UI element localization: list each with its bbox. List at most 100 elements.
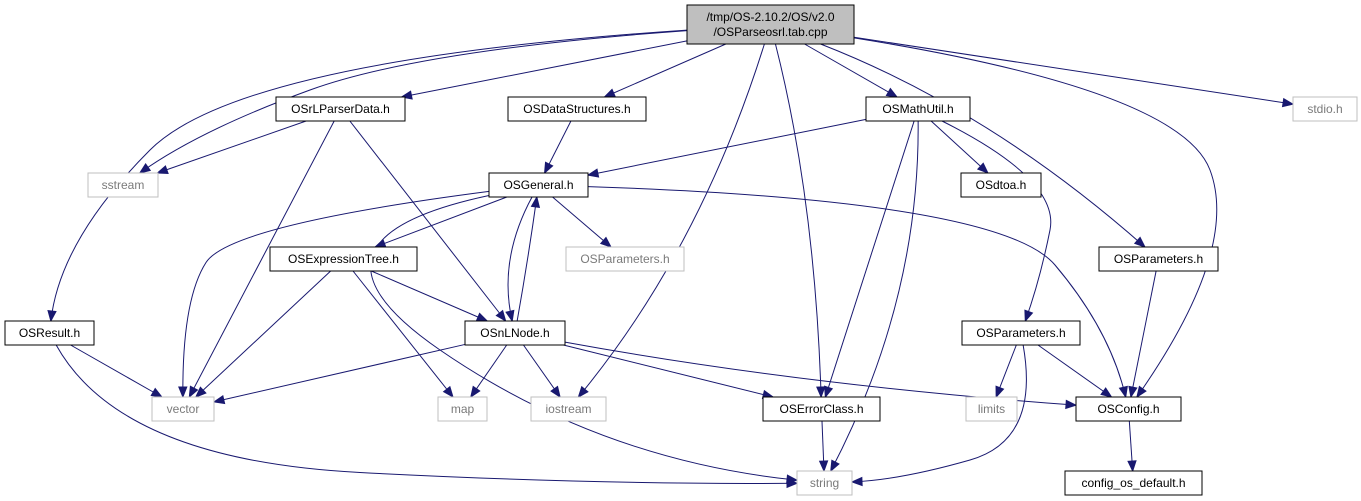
node-box (87, 172, 159, 198)
arrowhead-exprtree-to-vector (194, 386, 207, 398)
arrowhead-general-to-config (1118, 385, 1128, 399)
arrowhead-root-to-result (47, 310, 57, 323)
edge-general-to-paramsext (552, 196, 612, 248)
arrowhead-params1-to-config (1128, 385, 1138, 399)
node-box (488, 172, 589, 198)
edge-root-to-errorclass (774, 43, 822, 398)
edge-mathutil-to-sdtoa (930, 120, 989, 174)
arrowhead-root-to-errorclass (816, 386, 826, 399)
node-box (1098, 246, 1219, 272)
arrowhead-errorclass-to-string (818, 460, 829, 473)
arrowhead-root-to-sstream (138, 163, 152, 174)
node-iostream[interactable]: iostream (530, 396, 607, 422)
node-box (4, 320, 95, 346)
edge-root-to-sstream (139, 30, 688, 174)
node-label: OSGeneral.h (503, 178, 573, 192)
arrowhead-nlnode-to-config (1065, 399, 1078, 410)
node-general[interactable]: OSGeneral.h (488, 172, 589, 198)
edge-root-to-datastruct (604, 43, 727, 98)
node-label: config_os_default.h (1081, 476, 1185, 490)
node-config[interactable]: OSConfig.h (1075, 396, 1182, 422)
node-mathutil[interactable]: OSMathUtil.h (865, 96, 971, 122)
arrowhead-rlparser-to-nlnode (495, 309, 507, 323)
node-datastruct[interactable]: OSDataStructures.h (507, 96, 647, 122)
node-box (865, 96, 971, 122)
node-limits[interactable]: limits (965, 396, 1018, 422)
node-box (1064, 470, 1203, 496)
node-exprtree[interactable]: OSExpressionTree.h (269, 246, 418, 272)
arrowhead-mathutil-to-general (586, 168, 600, 178)
node-label: /OSParseosrl.tab.cpp (713, 25, 827, 39)
node-box (1292, 96, 1358, 122)
node-box (960, 172, 1042, 198)
node-box (762, 396, 881, 422)
edge-nlnode-to-errorclass (563, 344, 774, 398)
node-configdef[interactable]: config_os_default.h (1064, 470, 1203, 496)
node-params1[interactable]: OSParameters.h (1098, 246, 1219, 272)
node-label: OSResult.h (19, 326, 80, 340)
node-label: OSdtoa.h (976, 178, 1027, 192)
arrowhead-params2-to-limits (995, 385, 1005, 399)
edge-general-to-exprtree (374, 196, 508, 248)
node-box (507, 96, 647, 122)
node-box (565, 246, 685, 272)
node-params2[interactable]: OSParameters.h (961, 320, 1081, 346)
edge-rlparser-to-vector (188, 120, 335, 398)
edge-mathutil-to-string (830, 120, 919, 472)
arrowhead-root-to-mathutil (885, 87, 899, 98)
arrowhead-rlparser-to-sstream (156, 165, 169, 175)
arrowhead-exprtree-to-map (442, 385, 454, 399)
arrowhead-params2-to-string (850, 476, 863, 487)
edge-params2-to-config (1037, 344, 1112, 398)
edge-nlnode-to-general (516, 196, 538, 322)
edge-root-to-stdio (853, 36, 1294, 105)
node-map[interactable]: map (437, 396, 488, 422)
node-sdtoa[interactable]: OSdtoa.h (960, 172, 1042, 198)
arrowhead-datastruct-to-general (543, 161, 554, 175)
edge-exprtree-to-vector (195, 270, 332, 398)
arrowhead-mathutil-to-string (830, 459, 840, 473)
node-label: vector (167, 402, 200, 416)
edge-result-to-vector (70, 344, 163, 398)
node-result[interactable]: OSResult.h (4, 320, 95, 346)
edge-rlparser-to-nlnode (349, 120, 507, 322)
node-label: iostream (545, 402, 591, 416)
edge-nlnode-to-map (470, 344, 508, 398)
edge-nlnode-to-iostream (523, 344, 561, 398)
node-label: OSConfig.h (1097, 402, 1159, 416)
node-root[interactable]: /tmp/OS-2.10.2/OS/v2.0/OSParseosrl.tab.c… (686, 4, 855, 45)
edge-root-to-result (50, 29, 688, 322)
edge-mathutil-to-errorclass (824, 120, 915, 398)
node-stdio[interactable]: stdio.h (1292, 96, 1358, 122)
edge-mathutil-to-params2 (941, 120, 1052, 322)
node-box (1075, 396, 1182, 422)
node-label: map (451, 402, 475, 416)
node-box (269, 246, 418, 272)
node-label: OSParameters.h (1114, 252, 1203, 266)
edge-root-to-rlparser (401, 40, 688, 98)
node-label: string (810, 476, 839, 490)
arrowhead-rlparser-to-vector (188, 385, 199, 399)
arrowhead-root-to-datastruct (603, 88, 616, 98)
node-box (796, 470, 853, 496)
node-sstream[interactable]: sstream (87, 172, 159, 198)
arrowhead-result-to-string (786, 478, 799, 489)
node-vector[interactable]: vector (151, 396, 215, 422)
node-rlparser[interactable]: OSrLParserData.h (275, 96, 406, 122)
arrowhead-nlnode-to-iostream (550, 385, 561, 399)
edge-rlparser-to-sstream (157, 120, 307, 174)
node-box (275, 96, 406, 122)
edge-params2-to-string (851, 344, 1027, 483)
node-nlnode[interactable]: OSnLNode.h (464, 320, 566, 346)
arrowhead-mathutil-to-sdtoa (976, 162, 989, 174)
edge-root-to-mathutil (804, 43, 898, 98)
node-paramsext[interactable]: OSParameters.h (565, 246, 685, 272)
node-errorclass[interactable]: OSErrorClass.h (762, 396, 881, 422)
node-box (961, 320, 1081, 346)
arrowhead-config-to-configdef (1127, 460, 1137, 473)
arrowhead-mathutil-to-errorclass (824, 385, 834, 399)
node-label: stdio.h (1307, 102, 1342, 116)
node-string[interactable]: string (796, 470, 853, 496)
arrowhead-result-to-vector (150, 387, 164, 398)
